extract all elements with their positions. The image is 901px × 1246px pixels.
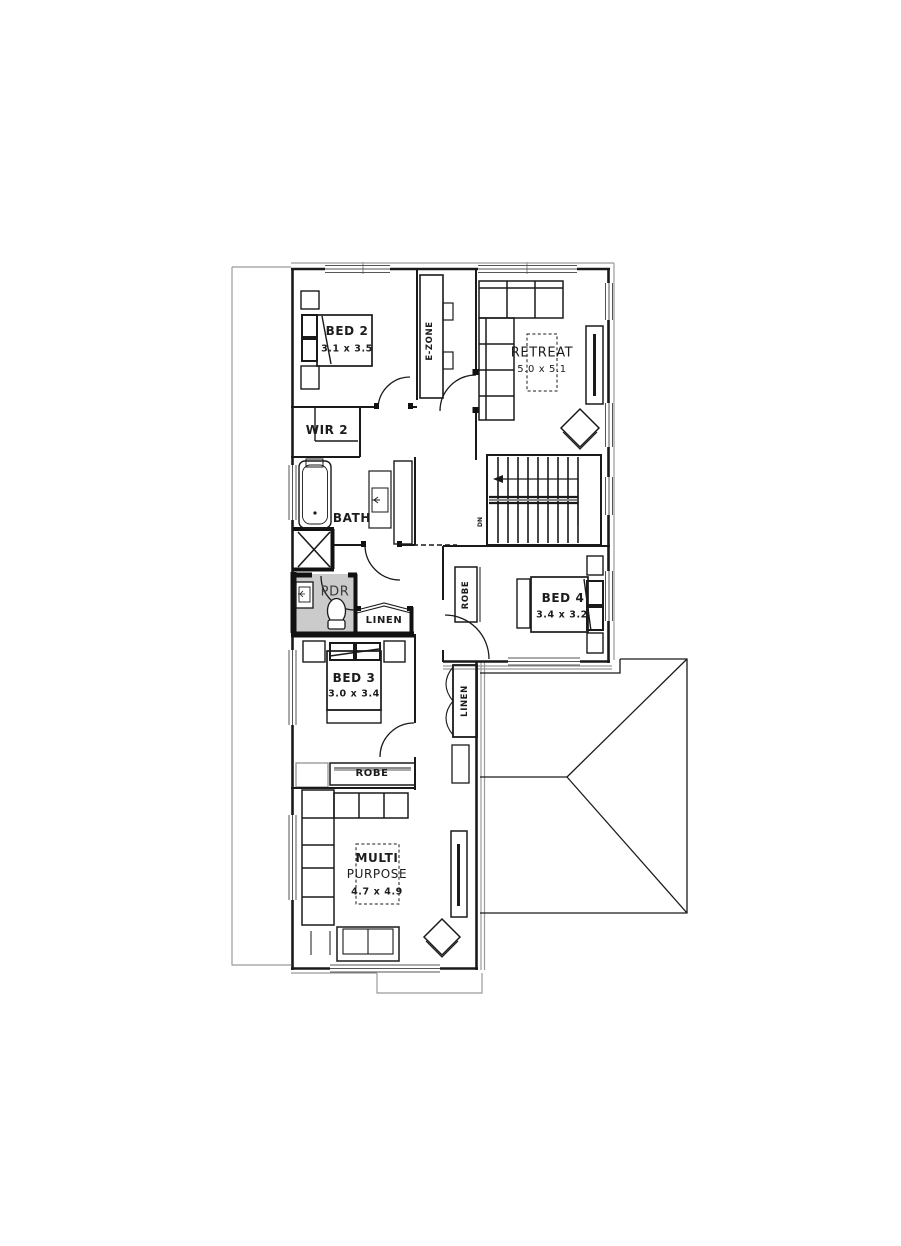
bed4-dims: 3.4 x 3.2 (536, 609, 588, 621)
stairs-dn-label: DN (477, 516, 484, 528)
ezone-desk (419, 274, 454, 399)
bed3-furniture (302, 640, 416, 786)
pdr-label: PDR (320, 584, 350, 600)
linen-upper-label: LINEN (459, 685, 470, 717)
retreat-label: RETREAT (510, 345, 574, 361)
multi-label-line2: PURPOSE (346, 867, 408, 881)
ezone-label: E-ZONE (424, 321, 435, 361)
linen-upper-cabinet (451, 664, 478, 784)
bed4-furniture (454, 555, 604, 654)
bed3-dims: 3.0 x 3.4 (328, 688, 380, 700)
stair-direction-arrow (493, 475, 503, 483)
robe-bed4-label: ROBE (460, 580, 471, 610)
retreat-furniture (478, 280, 604, 450)
wir2-label: WIR 2 (305, 423, 349, 437)
linen-hall-label: LINEN (365, 615, 403, 626)
retreat-dims: 5.0 x 5.1 (517, 364, 567, 375)
multi-furniture (301, 789, 468, 962)
bed2-label: BED 2 (325, 324, 369, 338)
robe-bed3-label: ROBE (355, 768, 389, 779)
bed3-label: BED 3 (332, 671, 376, 685)
exterior-walls (291, 267, 610, 970)
bed2-dims: 3.1 x 3.5 (321, 343, 373, 355)
pdr-fixtures (295, 581, 347, 630)
wet-area-walls (290, 527, 414, 638)
bath-label: BATH (332, 511, 372, 525)
multi-dims: 4.7 x 4.9 (351, 886, 403, 898)
bed2-furniture (300, 290, 373, 390)
staircase (486, 454, 602, 546)
bath-fixtures (297, 458, 413, 568)
multi-label-line1: MULTI (355, 851, 399, 865)
windows (288, 265, 613, 973)
bed4-label: BED 4 (541, 591, 585, 605)
roof-outline (480, 658, 688, 914)
lower-storey-outline (231, 262, 615, 994)
